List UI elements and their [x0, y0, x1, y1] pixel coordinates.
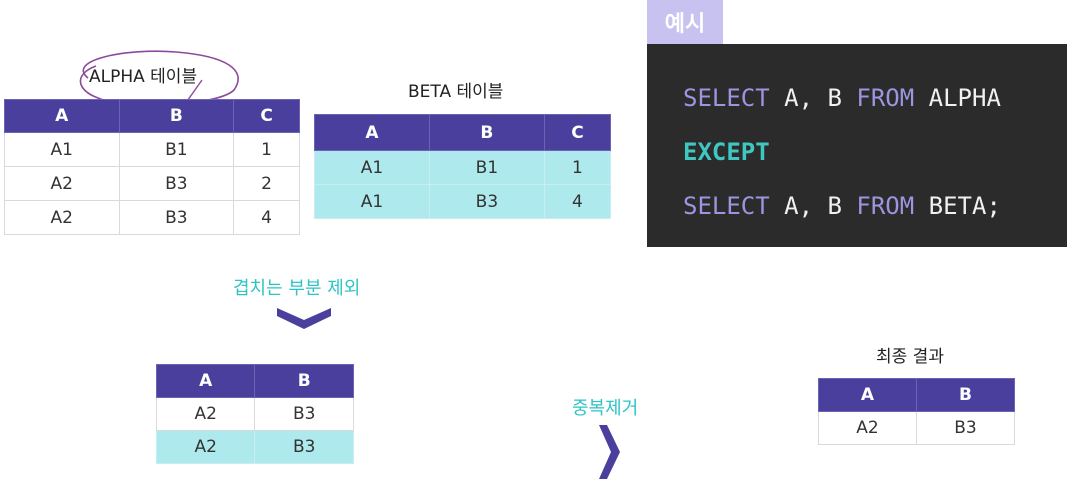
beta-header-a: A	[314, 114, 430, 151]
sql-text: ALPHA	[914, 84, 1001, 112]
sql-keyword: SELECT	[683, 192, 770, 220]
table-row: A1 B1 1	[4, 132, 300, 167]
table-row: A1 B1 1	[314, 150, 612, 185]
table-cell: B1	[428, 150, 545, 185]
table-cell: B3	[915, 411, 1016, 445]
table-cell: B3	[118, 166, 235, 201]
table-row: A2 B3 4	[4, 200, 300, 235]
step2-label: 중복제거	[572, 398, 639, 419]
table-row: A2 B3	[155, 397, 354, 431]
sql-line-3: SELECT A, B FROM BETA;	[683, 192, 1001, 220]
final-caption: 최종 결과	[876, 347, 944, 367]
alpha-table: A B C A1 B1 1 A2 B3 2 A2 B3 4	[4, 99, 300, 235]
beta-header-b: B	[428, 114, 545, 151]
sql-line-2: EXCEPT	[683, 138, 770, 166]
table-cell: A1	[314, 184, 430, 219]
table-cell: A1	[4, 132, 120, 167]
example-tab: 예시	[647, 0, 723, 44]
table-cell: 1	[543, 150, 612, 185]
sql-keyword: SELECT	[683, 84, 770, 112]
table-cell: A2	[155, 397, 256, 431]
chevron-down-icon	[277, 308, 331, 329]
sql-line-1: SELECT A, B FROM ALPHA	[683, 84, 1001, 112]
sql-text: A, B	[769, 192, 857, 220]
table-cell: B1	[118, 132, 235, 167]
table-cell: B3	[428, 184, 545, 219]
sql-text: A, B	[769, 84, 857, 112]
final-header-b: B	[915, 378, 1016, 412]
sql-keyword: FROM	[856, 192, 915, 220]
sql-code-panel: SELECT A, B FROM ALPHA EXCEPT SELECT A, …	[647, 44, 1067, 247]
table-row: A2 B3	[155, 430, 354, 464]
table-cell: 1	[233, 132, 300, 167]
beta-table: A B C A1 B1 1 A1 B3 4	[314, 114, 612, 219]
beta-caption: BETA 테이블	[408, 82, 504, 102]
table-cell: 2	[233, 166, 300, 201]
final-header-a: A	[818, 378, 917, 412]
table-cell: A2	[818, 411, 917, 445]
table-cell: A2	[4, 200, 120, 235]
table-row: A2 B3	[818, 411, 1016, 445]
alpha-header-c: C	[233, 99, 300, 133]
middle-header-a: A	[155, 364, 256, 398]
middle-table: A B A2 B3 A2 B3	[155, 364, 354, 464]
middle-header-b: B	[254, 364, 354, 398]
table-cell: A1	[314, 150, 430, 185]
table-cell: A2	[155, 430, 256, 464]
table-cell: B3	[254, 430, 354, 464]
chevron-right-icon	[599, 425, 620, 479]
table-row: A2 B3 2	[4, 166, 300, 201]
alpha-header-b: B	[118, 99, 235, 133]
alpha-header-a: A	[4, 99, 120, 133]
sql-text: BETA;	[914, 192, 1001, 220]
table-cell: B3	[254, 397, 354, 431]
table-cell: 4	[233, 200, 300, 235]
table-cell: 4	[543, 184, 612, 219]
beta-header-c: C	[543, 114, 612, 151]
table-row: A1 B3 4	[314, 184, 612, 219]
table-cell: B3	[118, 200, 235, 235]
alpha-caption: ALPHA 테이블	[89, 67, 198, 87]
step1-label: 겹치는 부분 제외	[233, 278, 361, 299]
table-cell: A2	[4, 166, 120, 201]
sql-keyword: FROM	[856, 84, 915, 112]
final-table: A B A2 B3	[818, 378, 1016, 445]
